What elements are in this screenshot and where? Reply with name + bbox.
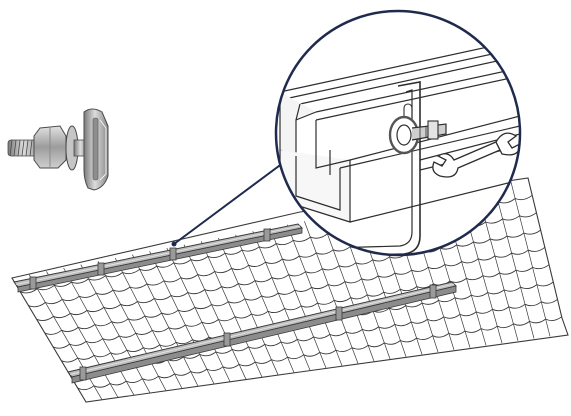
detail-anchor-dot (171, 241, 177, 247)
tile-column-line (304, 221, 359, 364)
roof-hook (429, 284, 437, 299)
tile-column-line (235, 234, 295, 373)
tile-column-line (269, 227, 327, 369)
tile-column-line (97, 261, 167, 391)
tile-column-line (493, 184, 535, 339)
tile-column-line (183, 244, 247, 380)
roof-hook (223, 332, 231, 347)
tile-column-line (252, 231, 311, 371)
tile-column-line (114, 257, 183, 389)
roof-hook (97, 262, 105, 276)
roof-hook (29, 276, 37, 290)
tile-column-line (510, 181, 551, 337)
upper-rail (13, 223, 304, 293)
mounting-rails (13, 223, 457, 384)
tile-column-line (166, 247, 231, 382)
tile-column-line (80, 264, 151, 394)
tile-column-line (200, 241, 263, 378)
tile-column-line (46, 271, 119, 398)
detail-leader-line (173, 159, 288, 245)
tile-column-line (63, 267, 135, 396)
lower-rail (67, 281, 457, 384)
tile-column-line (132, 254, 199, 387)
tile-column-line (149, 251, 215, 385)
roof-hook (79, 366, 87, 381)
tile-column-line (218, 237, 279, 375)
roof-hook (263, 228, 271, 242)
roof-hook (335, 306, 343, 321)
tile-column-line (286, 224, 343, 366)
roof-hook (169, 247, 177, 261)
tile-column-line (321, 217, 375, 362)
t-bolt-icon (7, 108, 109, 191)
detail-circle (274, 9, 522, 257)
wrench-icon (432, 132, 520, 178)
